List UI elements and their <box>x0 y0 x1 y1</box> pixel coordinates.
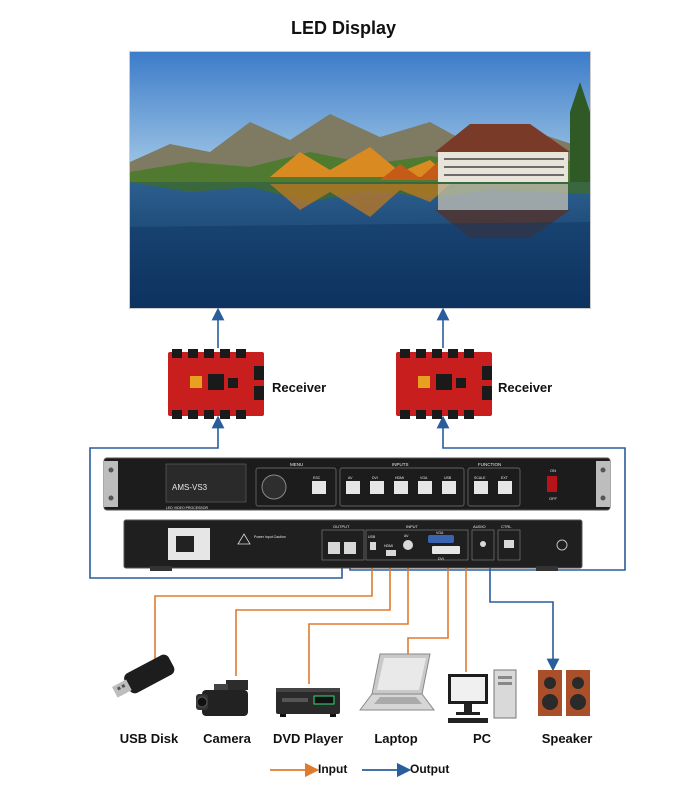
ctrl-label: CTRL <box>501 524 512 529</box>
svg-text:HDMI: HDMI <box>384 544 393 548</box>
usb-disk-input-line <box>154 545 379 676</box>
svg-text:EXT: EXT <box>501 476 509 480</box>
dvd-player-icon <box>276 688 340 717</box>
led-display-screen <box>130 52 590 308</box>
receiver-card-icon <box>168 349 264 419</box>
output-to-receiver1-line <box>89 415 343 579</box>
dvd-player-input-line <box>308 545 415 684</box>
audio-label: AUDIO <box>473 524 486 529</box>
svg-text:HDMI: HDMI <box>395 476 404 480</box>
warning-icon <box>237 533 251 545</box>
legend-output-label: Output <box>410 762 450 776</box>
device-label-dvd-player: DVD Player <box>272 731 344 746</box>
device-label-pc: PC <box>472 731 492 746</box>
input-button-av <box>346 481 360 494</box>
processor-front-panel: AMS-VS3 LED VIDEO PROCESSOR MENU ESC INP… <box>103 457 611 511</box>
power-switch <box>547 476 557 492</box>
svg-text:SCALE: SCALE <box>474 476 486 480</box>
svg-text:AV: AV <box>404 534 409 538</box>
svg-text:VGA: VGA <box>436 531 444 535</box>
av-port <box>403 540 413 550</box>
svg-text:VGA: VGA <box>420 476 428 480</box>
receiver-label: Receiver <box>272 380 327 395</box>
vga-port <box>428 535 454 543</box>
svg-text:DVI: DVI <box>438 557 444 561</box>
legend-input-label: Input <box>318 762 348 776</box>
input-button-dvi <box>370 481 384 494</box>
output-port-1 <box>328 542 340 554</box>
warning-text: Power Input Caution <box>254 535 286 539</box>
usb-disk-icon <box>111 654 175 698</box>
speaker-icon <box>538 670 590 716</box>
lake-landscape-image <box>130 52 590 308</box>
menu-label: MENU <box>290 462 303 467</box>
device-label-usb-disk: USB Disk <box>119 731 179 746</box>
svg-text:USB: USB <box>444 476 452 480</box>
receiver-label: Receiver <box>498 380 553 395</box>
svg-text:OFF: OFF <box>549 496 558 501</box>
svg-text:USB: USB <box>368 535 376 539</box>
function-button-ext <box>498 481 512 494</box>
svg-text:ON: ON <box>550 468 556 473</box>
camera-icon <box>196 680 248 716</box>
output-to-receiver2-line <box>349 415 626 571</box>
model-name: AMS-VS3 <box>172 483 208 492</box>
svg-text:AV: AV <box>348 476 353 480</box>
ctrl-port <box>504 540 514 548</box>
device-label-speaker: Speaker <box>541 731 593 746</box>
output-label: OUTPUT <box>333 524 350 529</box>
menu-knob <box>261 474 287 500</box>
page-title: LED Display <box>290 18 397 38</box>
hdmi-port <box>386 550 396 556</box>
input-button-usb <box>442 481 456 494</box>
ground-icon <box>556 539 568 551</box>
receiver-card-icon <box>396 349 492 419</box>
laptop-icon <box>359 653 435 711</box>
svg-text:DVI: DVI <box>372 476 378 480</box>
device-label-camera: Camera <box>203 731 251 746</box>
input-label: INPUT <box>406 524 419 529</box>
audio-port <box>480 541 486 547</box>
svg-text:ESC: ESC <box>313 476 321 480</box>
camera-input-line <box>235 545 397 676</box>
pc-icon <box>448 669 517 723</box>
inputs-label: INPUTS <box>392 462 409 467</box>
audio-to-speaker-line <box>489 552 560 672</box>
function-label: FUNCTION <box>478 462 501 467</box>
menu-button <box>312 481 326 494</box>
device-label-laptop: Laptop <box>374 731 418 746</box>
laptop-input-line <box>407 545 455 654</box>
input-button-vga <box>418 481 432 494</box>
function-button-scale <box>474 481 488 494</box>
model-subtitle: LED VIDEO PROCESSOR <box>166 506 208 510</box>
processor-rear-panel: Power Input Caution OUTPUT INPUT USB HDM… <box>123 519 583 571</box>
output-port-2 <box>344 542 356 554</box>
dvi-port <box>432 546 460 554</box>
usb-port <box>370 542 376 550</box>
input-button-hdmi <box>394 481 408 494</box>
